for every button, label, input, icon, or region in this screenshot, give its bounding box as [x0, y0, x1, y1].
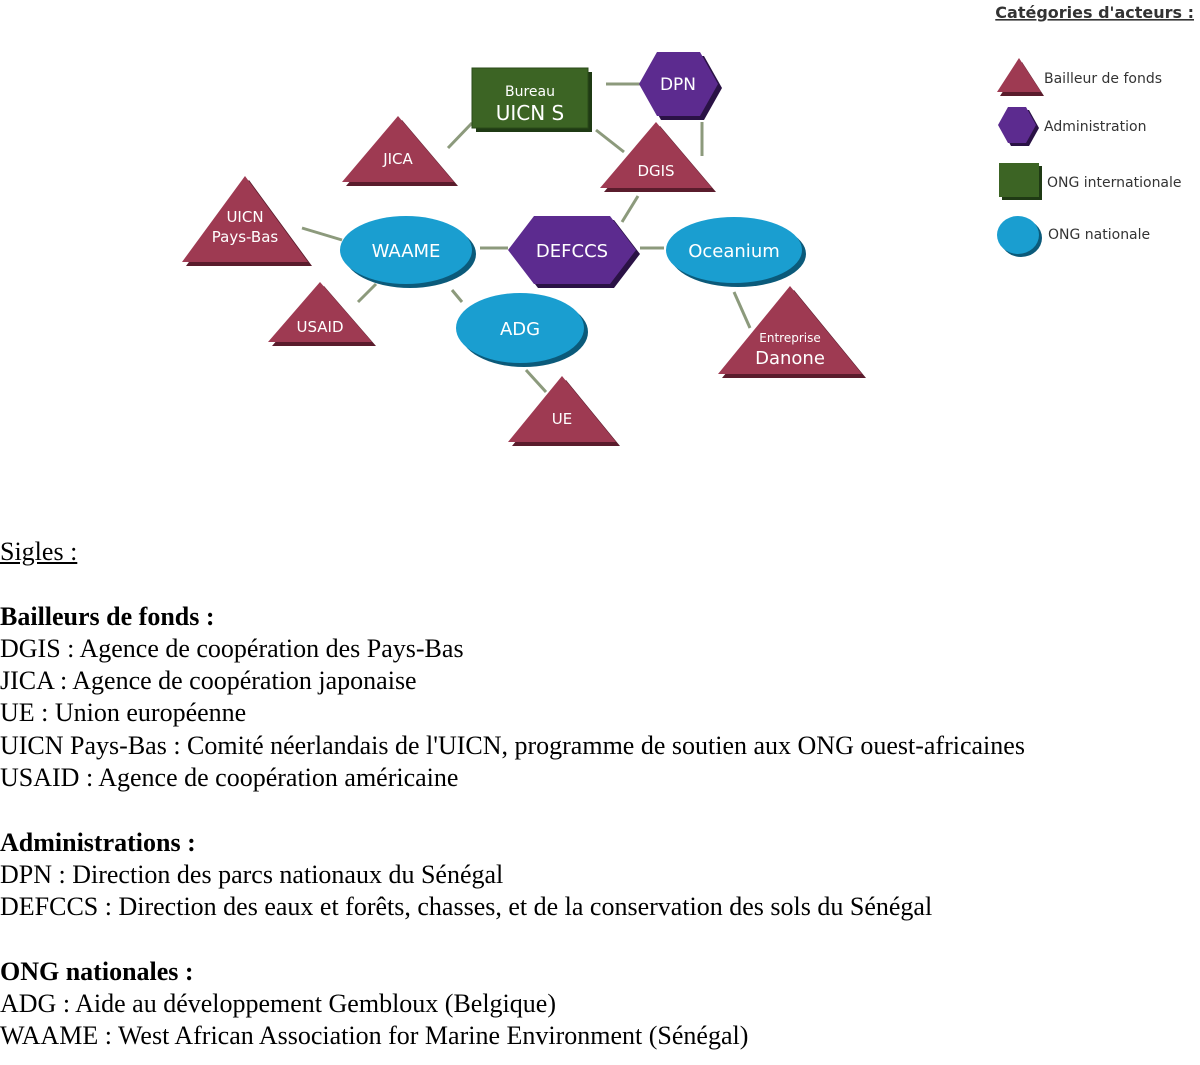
section-title-ong-nationales: ONG nationales : [0, 956, 194, 986]
actor-network-diagram: Bureau UICN S DPN JICA DGIS UICN Pays-Ba… [182, 3, 1194, 446]
node-waame: WAAME [340, 216, 476, 288]
adg-label: ADG [500, 319, 540, 340]
sigles-glossary: Sigles : Bailleurs de fonds : DGIS : Age… [0, 536, 1200, 1053]
legend-item-ong-internationale: ONG internationale [999, 163, 1182, 200]
glossary-entry: USAID : Agence de coopération américaine [0, 763, 459, 793]
glossary-entry: UE : Union européenne [0, 698, 247, 728]
danone-line1: Entreprise [759, 331, 820, 345]
section-title-administrations: Administrations : [0, 827, 196, 857]
oceanium-label: Oceanium [688, 241, 780, 262]
legend-hexagon-icon [998, 107, 1036, 143]
legend-triangle-icon [997, 58, 1041, 92]
legend-label-administration: Administration [1044, 119, 1146, 135]
legend-label-ong-nationale: ONG nationale [1048, 227, 1150, 243]
node-dpn: DPN [639, 52, 722, 120]
danone-line2: Danone [755, 348, 825, 369]
glossary-entry: WAAME : West African Association for Mar… [0, 1021, 749, 1051]
link-uicnpb-waame [301, 226, 343, 242]
usaid-label: USAID [296, 318, 343, 336]
glossary-entry: DEFCCS : Direction des eaux et forêts, c… [0, 892, 933, 922]
spacer [0, 568, 1200, 600]
sigles-heading: Sigles : [0, 537, 78, 566]
glossary-entry: UICN Pays-Bas : Comité néerlandais de l'… [0, 730, 1025, 760]
link-bureau-dgis [595, 128, 625, 154]
node-dgis: DGIS [600, 122, 716, 192]
link-oceanium-danone [732, 291, 752, 329]
bureau-line1: Bureau [505, 84, 555, 100]
node-oceanium: Oceanium [666, 217, 806, 287]
waame-label: WAAME [372, 241, 441, 262]
legend-label-ong-internationale: ONG internationale [1047, 175, 1182, 191]
legend: Catégories d'acteurs : Bailleur de fonds… [995, 3, 1194, 257]
node-jica: JICA [342, 116, 458, 186]
dpn-label: DPN [660, 75, 696, 95]
node-bureau-uicn: Bureau UICN S [471, 67, 592, 132]
link-adg-ue [524, 368, 548, 394]
legend-item-administration: Administration [998, 107, 1146, 146]
uicn-pb-line1: UICN [226, 208, 263, 226]
dgis-label: DGIS [637, 162, 674, 180]
legend-item-ong-nationale: ONG nationale [997, 216, 1150, 257]
spacer [0, 924, 1200, 956]
ue-label: UE [552, 410, 572, 428]
legend-title: Catégories d'acteurs : [995, 3, 1194, 22]
legend-item-bailleur: Bailleur de fonds [997, 58, 1162, 96]
node-ue: UE [508, 376, 620, 446]
node-entreprise-danone: Entreprise Danone [718, 286, 866, 378]
spacer [0, 794, 1200, 826]
glossary-entry: ADG : Aide au développement Gembloux (Be… [0, 989, 556, 1019]
link-waame-adg [450, 289, 464, 303]
bureau-line2: UICN S [496, 101, 565, 125]
node-adg: ADG [456, 293, 588, 367]
link-waame-usaid [356, 282, 378, 304]
defccs-label: DEFCCS [536, 241, 608, 262]
connector-lines [301, 82, 752, 394]
node-usaid: USAID [268, 282, 376, 346]
link-bureau-jica [446, 121, 474, 150]
uicn-pb-line2: Pays-Bas [212, 228, 279, 246]
jica-label: JICA [382, 150, 413, 168]
legend-label-bailleur: Bailleur de fonds [1044, 71, 1162, 87]
node-defccs: DEFCCS [508, 216, 640, 288]
section-title-bailleurs: Bailleurs de fonds : [0, 601, 215, 631]
glossary-entry: JICA : Agence de coopération japonaise [0, 666, 417, 696]
glossary-entry: DPN : Direction des parcs nationaux du S… [0, 859, 504, 889]
legend-square-icon [999, 163, 1039, 197]
node-uicn-pays-bas: UICN Pays-Bas [182, 176, 312, 266]
link-dgis-defccs [620, 195, 640, 223]
glossary-entry: DGIS : Agence de coopération des Pays-Ba… [0, 633, 464, 663]
legend-ellipse-icon [997, 216, 1039, 254]
